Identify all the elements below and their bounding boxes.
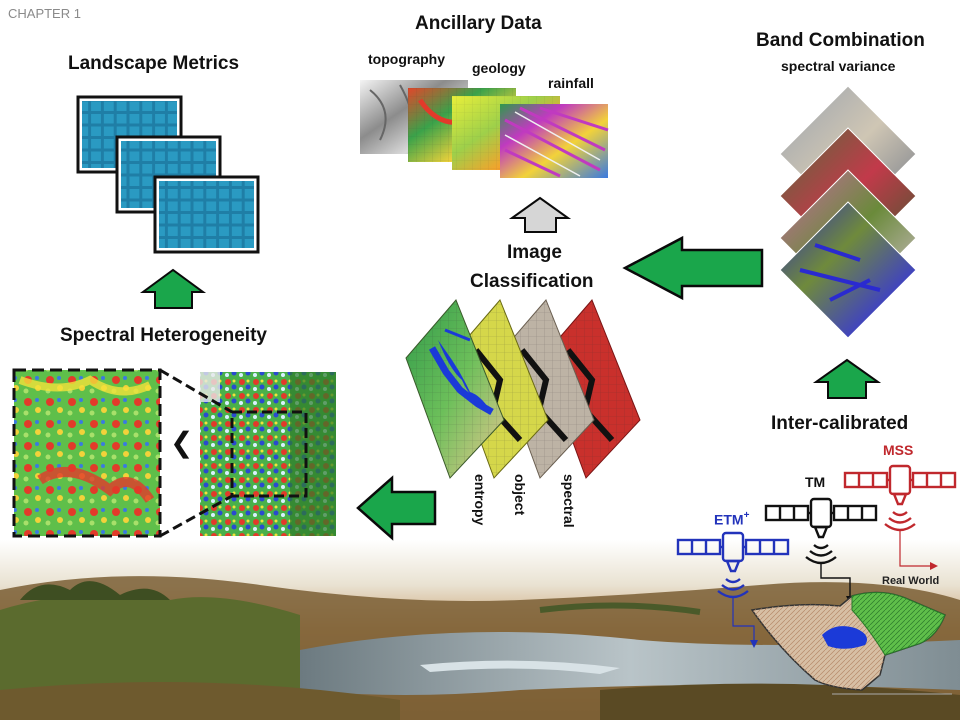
mss-label: MSS	[883, 442, 914, 458]
arrow-up-band	[812, 358, 882, 399]
real-world-label: Real World	[882, 575, 940, 587]
layer-object	[495, 299, 595, 479]
arrow-up-metrics	[139, 268, 207, 309]
etm-label: ETM+	[714, 510, 749, 529]
method-entropy-label: entropy	[472, 474, 488, 526]
method-spectral-label: spectral	[561, 474, 577, 528]
rainfall-layer	[452, 96, 609, 178]
heterogeneity-zoom	[12, 368, 336, 538]
metric-grid-front	[153, 175, 260, 254]
etm-label-sup: +	[743, 510, 750, 521]
layer-classified-map	[405, 299, 505, 479]
arrow-up-ancillary	[508, 196, 572, 233]
layer-entropy	[449, 299, 549, 479]
rainfall-label: rainfall	[548, 75, 594, 91]
ancillary-layers	[360, 80, 609, 178]
chapter-label: CHAPTER 1	[8, 6, 81, 21]
layer-spectral	[541, 299, 641, 479]
etm-label-text: ETM	[714, 511, 744, 528]
metric-grids	[76, 95, 260, 254]
flow-arrows	[139, 196, 882, 541]
real-world-map	[750, 591, 946, 691]
tm-label: TM	[805, 474, 826, 490]
landscape-photo	[0, 540, 960, 720]
zoom-chevron-icon: ❮	[170, 426, 194, 459]
heterogeneity-title: Spectral Heterogeneity	[60, 325, 267, 346]
landscape-metrics-title: Landscape Metrics	[68, 53, 240, 74]
topography-label: topography	[368, 51, 445, 67]
mss-satellite	[843, 464, 957, 567]
arrow-to-classification	[622, 235, 764, 301]
tm-satellite	[764, 497, 878, 600]
intercalibrated-title: Inter-calibrated	[771, 413, 909, 434]
classification-layers	[405, 299, 641, 479]
geology-label: geology	[472, 60, 526, 76]
ancillary-title: Ancillary Data	[415, 13, 542, 34]
classification-title-line1: Image	[507, 242, 562, 263]
method-object-label: object	[512, 474, 528, 516]
satellite-system	[676, 464, 957, 695]
band-combination-title: Band Combination	[756, 30, 925, 51]
arrow-to-heterogeneity	[356, 475, 437, 541]
classification-title-line2: Classification	[470, 271, 594, 292]
band-combination-subtitle: spectral variance	[781, 58, 896, 74]
band-diamonds	[779, 85, 917, 339]
etm-satellite	[676, 531, 790, 644]
